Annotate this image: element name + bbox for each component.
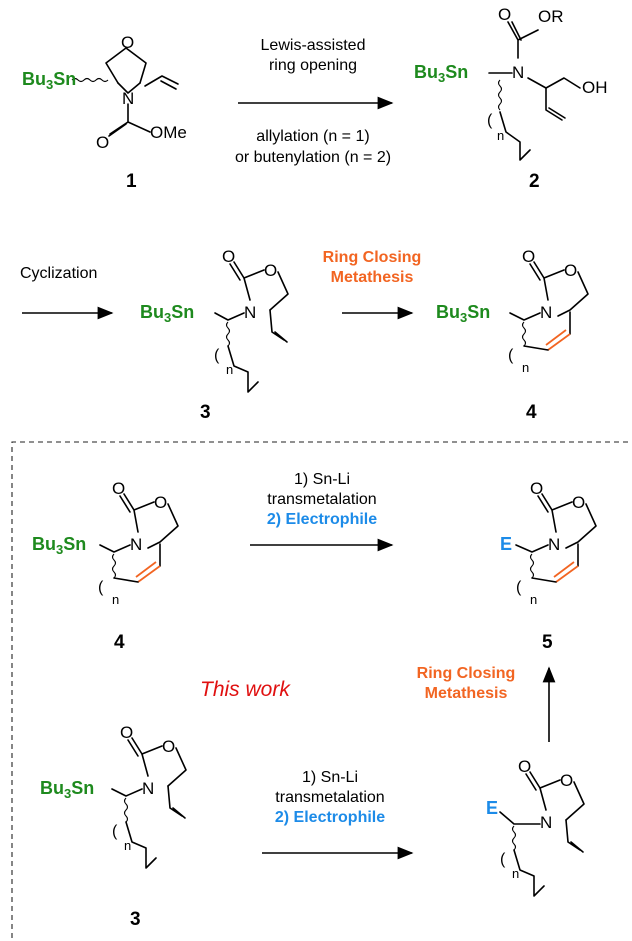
compound-number-1: 1	[126, 171, 137, 192]
arrow-ring-opening: Lewis-assisted ring opening allylation (…	[235, 37, 394, 166]
bu3sn-label: Bu3Sn	[32, 534, 86, 557]
electrophile-label: 2) Electrophile	[275, 809, 385, 826]
transmetalation-line2: transmetalation	[275, 789, 384, 806]
rcm-label-line1: Ring Closing	[417, 665, 516, 682]
nitrogen-label: N	[122, 89, 134, 108]
carbonyl-oxygen-label: O	[112, 479, 125, 498]
compound-1: Bu3Sn O N O OMe 1	[22, 33, 187, 192]
arrow-transmetalation-top: 1) Sn-Li transmetalation 2) Electrophile	[250, 471, 394, 552]
arrow-cyclization: Cyclization	[20, 265, 114, 320]
arrow1-below-line2: or butenylation (n = 2)	[235, 149, 391, 166]
carbonyl-oxygen-label: O	[530, 479, 543, 498]
nitrogen-label: N	[130, 535, 142, 554]
compound-3-bottom: O O N Bu3Sn ( n 3	[40, 723, 187, 930]
electrophile-e-label: E	[486, 798, 498, 818]
ring-oxygen-label: O	[154, 493, 167, 512]
or-label: OR	[538, 7, 564, 26]
ring-oxygen-label: O	[560, 771, 573, 790]
carbonyl-oxygen-label: O	[498, 5, 511, 24]
ring-oxygen-label: O	[264, 261, 277, 280]
nitrogen-label: N	[540, 303, 552, 322]
compound-number-4: 4	[114, 632, 125, 653]
n-index-label: n	[522, 360, 529, 375]
ring-oxygen-label: O	[572, 493, 585, 512]
ring-oxygen-label: O	[162, 737, 175, 756]
compound-2: Bu3Sn N O OR OH ( n 2	[414, 5, 608, 192]
compound-number-2: 2	[529, 171, 540, 192]
compound-number-5: 5	[542, 632, 553, 653]
paren-label: (	[487, 112, 493, 129]
paren-label: (	[500, 851, 506, 868]
n-index-label: n	[530, 592, 537, 607]
compound-5: O O N E ( n 5	[500, 479, 597, 653]
ring-oxygen-label: O	[121, 33, 134, 52]
nitrogen-label: N	[548, 535, 560, 554]
compound-e-substituted: O O N E ( n	[486, 757, 585, 897]
paren-label: (	[112, 823, 118, 840]
carbonyl-oxygen-label: O	[120, 723, 133, 742]
arrow-rcm-top: Ring Closing Metathesis	[323, 249, 422, 320]
compound-number-4: 4	[526, 402, 537, 423]
bu3sn-label: Bu3Sn	[414, 62, 468, 85]
carbonyl-oxygen-label: O	[222, 247, 235, 266]
transmetalation-line1: 1) Sn-Li	[302, 769, 358, 786]
nitrogen-label: N	[512, 63, 524, 82]
transmetalation-line2: transmetalation	[267, 491, 376, 508]
rcm-label-line2: Metathesis	[425, 685, 508, 702]
bu3sn-label: Bu3Sn	[140, 302, 194, 325]
carbonyl-oxygen-label: O	[522, 247, 535, 266]
cyclization-label: Cyclization	[20, 265, 97, 282]
paren-label: (	[508, 347, 514, 364]
carbonyl-oxygen-label: O	[518, 757, 531, 776]
hydroxyl-label: OH	[582, 78, 608, 97]
n-index-label: n	[124, 838, 131, 853]
n-index-label: n	[497, 128, 504, 143]
electrophile-label: 2) Electrophile	[267, 511, 377, 528]
ring-oxygen-label: O	[564, 261, 577, 280]
compound-3-top: O O N Bu3Sn ( n 3	[140, 247, 289, 423]
transmetalation-line1: 1) Sn-Li	[294, 471, 350, 488]
bu3sn-label: Bu3Sn	[40, 778, 94, 801]
arrow-transmetalation-bottom: 1) Sn-Li transmetalation 2) Electrophile	[262, 769, 414, 860]
arrow1-below-line1: allylation (n = 1)	[256, 128, 369, 145]
bu3sn-label: Bu3Sn	[22, 69, 76, 92]
paren-label: (	[214, 347, 220, 364]
arrow-rcm-bottom: Ring Closing Metathesis	[417, 665, 556, 742]
rcm-label-line2: Metathesis	[331, 269, 414, 286]
compound-number-3: 3	[130, 909, 141, 930]
electrophile-e-label: E	[500, 534, 512, 554]
this-work-label: This work	[200, 678, 291, 701]
compound-4-box: O O N Bu3Sn ( n 4	[32, 479, 179, 653]
arrow1-above-line2: ring opening	[269, 57, 357, 74]
compound-4-top: O O N Bu3Sn ( n 4	[436, 247, 589, 423]
n-index-label: n	[512, 866, 519, 881]
compound-number-3: 3	[200, 402, 211, 423]
arrow1-above-line1: Lewis-assisted	[261, 37, 366, 54]
nitrogen-label: N	[540, 813, 552, 832]
n-index-label: n	[112, 592, 119, 607]
carbonyl-oxygen-label: O	[96, 133, 109, 152]
paren-label: (	[98, 579, 104, 596]
ome-label: OMe	[150, 123, 187, 142]
nitrogen-label: N	[244, 303, 256, 322]
rcm-label-line1: Ring Closing	[323, 249, 422, 266]
bu3sn-label: Bu3Sn	[436, 302, 490, 325]
this-work-box	[11, 441, 630, 938]
n-index-label: n	[226, 362, 233, 377]
nitrogen-label: N	[142, 779, 154, 798]
paren-label: (	[516, 579, 522, 596]
